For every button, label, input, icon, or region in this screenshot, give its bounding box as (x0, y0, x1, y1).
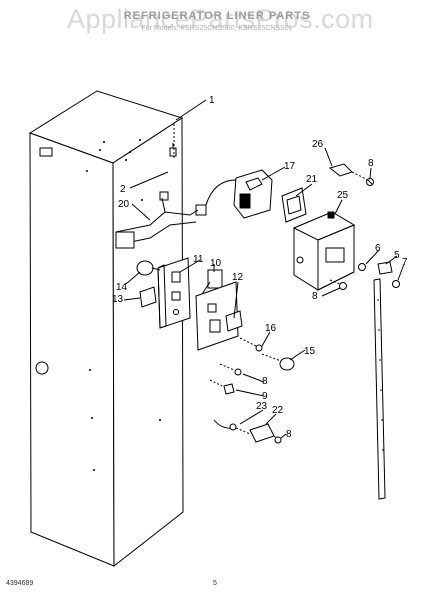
callout-25: 25 (337, 190, 349, 201)
part-8-screw-lower (219, 363, 242, 376)
callout-13: 13 (112, 294, 124, 305)
watermark: AppliancePartsPros.com (67, 4, 374, 34)
callout-12: 12 (232, 272, 244, 283)
part-26-clip (328, 163, 369, 181)
cabinet-liner (28, 90, 184, 568)
part-7-screw (392, 280, 400, 288)
part-22-switch (235, 423, 275, 443)
part-20-harness (115, 191, 207, 249)
part-15-knob (261, 353, 295, 371)
part-13-shield (139, 286, 157, 308)
header: AppliancePartsPros.com REFRIGERATOR LINE… (0, 0, 434, 60)
part-17-module (205, 169, 273, 219)
callout-22: 22 (272, 405, 284, 416)
callout-9: 9 (262, 391, 268, 402)
part-8-screw-top (366, 178, 374, 186)
part-25-housing (292, 211, 356, 291)
callout-23: 23 (256, 401, 268, 412)
part-16-washer (239, 337, 263, 352)
part-8-screw-mid (329, 279, 347, 290)
callout-labels: 1 2 20 17 26 8 21 25 11 10 14 13 12 6 5 … (112, 95, 408, 440)
part-2-screw (169, 143, 177, 157)
leader-lines (123, 99, 405, 439)
part-11-bracket (157, 257, 191, 329)
callout-2: 2 (120, 184, 126, 195)
callout-11: 11 (193, 254, 204, 265)
sensor-rod (373, 278, 386, 500)
callout-16: 16 (265, 323, 277, 334)
part-8-screw-bottom (273, 435, 282, 444)
callout-8-mid: 8 (312, 291, 318, 302)
page-number: 5 (213, 580, 217, 587)
callout-8-top: 8 (368, 158, 374, 169)
callout-20: 20 (118, 199, 130, 210)
callout-21: 21 (306, 174, 318, 185)
part-9-screw (209, 379, 235, 395)
callout-14: 14 (116, 282, 128, 293)
callout-7: 7 (402, 257, 408, 268)
part-6-clip (358, 263, 366, 271)
callout-17: 17 (284, 161, 296, 172)
part-5-bracket (377, 261, 393, 275)
callout-1: 1 (209, 95, 215, 106)
callout-15: 15 (304, 346, 316, 357)
part-number: 4394689 (6, 580, 34, 587)
callout-8-lower: 8 (262, 376, 268, 387)
callout-10: 10 (210, 258, 222, 269)
part-21-gasket (281, 187, 307, 223)
callout-5: 5 (394, 250, 400, 261)
part-12-plate (195, 281, 243, 351)
part-14-knob (136, 260, 161, 276)
callout-6: 6 (375, 243, 381, 254)
callout-8-bottom: 8 (286, 429, 292, 440)
model-list: For Models: KSRS25CNSS00, KSRS25CNSS01 (141, 25, 293, 32)
part-23-socket (213, 419, 237, 431)
page-title: REFRIGERATOR LINER PARTS (123, 10, 311, 22)
callout-26: 26 (312, 139, 324, 150)
